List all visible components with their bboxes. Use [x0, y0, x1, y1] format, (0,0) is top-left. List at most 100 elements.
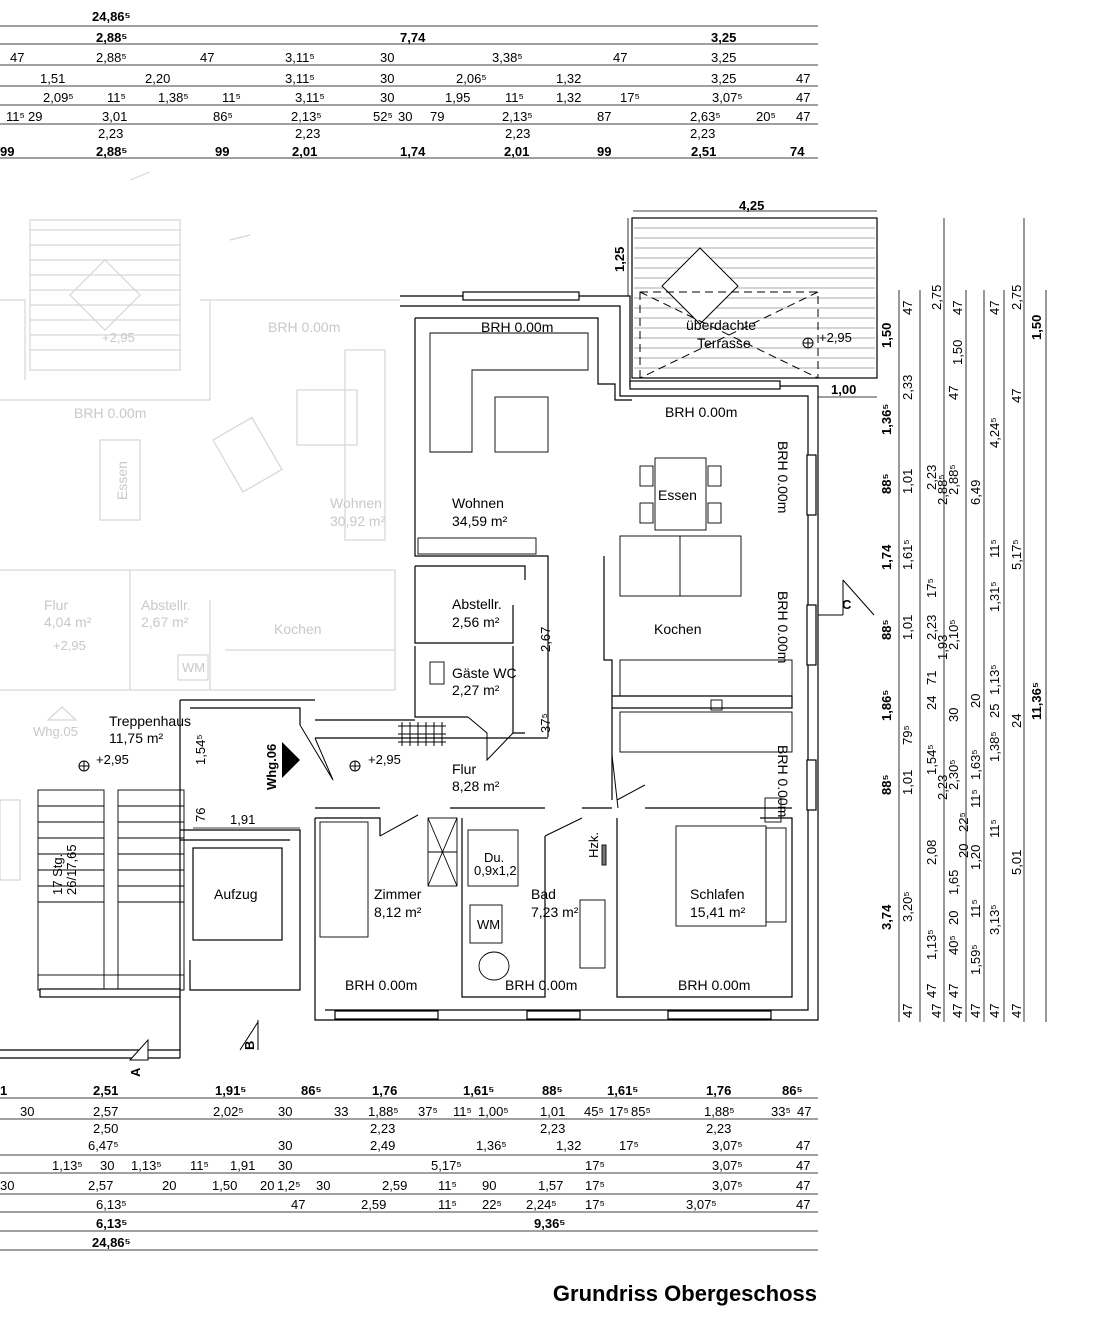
dim: 3,20⁵ [900, 891, 915, 922]
local-dimensions: 4,25 1,25 1,00 2,67 37⁵ 1,54⁵ 76 1,91 [193, 198, 877, 829]
dim: 2,20 [145, 71, 170, 86]
top-dimensions: 24,86⁵ 2,88⁵ 7,74 3,25 47 2,88⁵ 47 3,11⁵… [0, 9, 810, 159]
dim: 1,38⁵ [987, 731, 1002, 762]
dim: 2,88⁵ [96, 30, 127, 45]
terrasse-label-2: Terrasse [697, 335, 751, 351]
dim: 1,93 [935, 635, 950, 660]
room-bad-area: 7,23 m² [531, 904, 579, 920]
dim: 1,31⁵ [987, 581, 1002, 612]
dim: 30 [380, 90, 394, 105]
dim: 47 [200, 50, 214, 65]
furniture [319, 332, 793, 981]
dim: 1,61⁵ [463, 1083, 494, 1098]
dim: 47 [613, 50, 627, 65]
dim: 1,91⁵ [215, 1083, 246, 1098]
room-flur-area: 8,28 m² [452, 778, 500, 794]
dim: 3,07⁵ [712, 90, 743, 105]
dim: 6,13⁵ [96, 1197, 127, 1212]
dim: 2,23 [924, 465, 939, 490]
room-bad-name: Bad [531, 886, 556, 902]
dim: 17⁵ [585, 1197, 605, 1212]
brh-zimmer: BRH 0.00m [345, 977, 417, 993]
brh-schlafen: BRH 0.00m [678, 977, 750, 993]
dim: 17⁵ [585, 1178, 605, 1193]
room-essen-name: Essen [658, 487, 697, 503]
dim: 3,11⁵ [295, 90, 325, 105]
room-zimmer-area: 8,12 m² [374, 904, 422, 920]
dim: 30 [398, 109, 412, 124]
dim: 1,88⁵ [704, 1104, 735, 1119]
dim: 2,49 [370, 1138, 395, 1153]
dim: 86⁵ [301, 1083, 322, 1098]
dim: 1,50 [950, 340, 965, 365]
ghost-level-2: +2,95 [53, 638, 86, 653]
dim: 47 [796, 109, 810, 124]
dim: 1 [0, 1083, 7, 1098]
dim: 47 [797, 1104, 811, 1119]
dim: 99 [597, 144, 611, 159]
dim: 47 [796, 1178, 810, 1193]
dim: 2,23 [924, 615, 939, 640]
dim: 4,24⁵ [987, 417, 1002, 448]
room-abstellr-name: Abstellr. [452, 596, 502, 612]
dim: 2,23 [370, 1121, 395, 1136]
dim: 47 [946, 984, 961, 998]
dim: 47 [796, 90, 810, 105]
dim: 1,65 [946, 870, 961, 895]
dim: 2,75 [1009, 285, 1024, 310]
dim: 6,13⁵ [96, 1216, 127, 1231]
dim: 37⁵ [418, 1104, 438, 1119]
dim: 47 [796, 1138, 810, 1153]
room-wohnen-area: 34,59 m² [452, 513, 508, 529]
dim: 2,88⁵ [935, 474, 950, 505]
hzk-label: Hzk. [586, 832, 601, 858]
dim: 11⁵ [968, 899, 983, 918]
dim: 2,30⁵ [946, 759, 961, 790]
dim: 3,07⁵ [712, 1138, 743, 1153]
walls [0, 217, 878, 1059]
dim: 2,57 [93, 1104, 118, 1119]
dim: 7,74 [400, 30, 426, 45]
terrace-table [639, 247, 819, 379]
dim: 47 [950, 1004, 965, 1018]
dim: 1,20 [968, 845, 983, 870]
dim: 2,23 [505, 126, 530, 141]
dim: 20 [946, 911, 961, 925]
dim: 1,88⁵ [368, 1104, 399, 1119]
dim: 47 [924, 984, 939, 998]
ghost-neighbour-unit [0, 171, 400, 881]
dim: 1,32 [556, 90, 581, 105]
dim: 22⁵ [956, 812, 971, 832]
dim: 1,59⁵ [968, 944, 983, 975]
dim: 79 [430, 109, 444, 124]
room-wc-area: 2,27 m² [452, 682, 500, 698]
dim: 47 [987, 1004, 1002, 1018]
dim: 11⁵ [505, 90, 524, 105]
dim: 2,23 [690, 126, 715, 141]
dim: 11⁵ [438, 1197, 457, 1212]
dim: 30 [380, 50, 394, 65]
dim: 1,50 [879, 323, 894, 348]
windows [39, 291, 817, 1020]
dim: 24 [1009, 714, 1024, 728]
dim: 3,74 [879, 904, 894, 930]
wm-label: WM [477, 917, 500, 932]
dim-total-top: 24,86⁵ [92, 9, 131, 24]
dim: 11⁵ [987, 819, 1002, 838]
dim: 11⁵ [968, 789, 983, 808]
bottom-dimension-lines [0, 1097, 818, 1251]
dim: 47 [950, 301, 965, 315]
section-markers [128, 579, 875, 1061]
dim: 11⁵ [6, 109, 25, 124]
dim: 1,01 [900, 615, 915, 640]
dim: 30 [946, 708, 961, 722]
dim: 30 [316, 1178, 330, 1193]
ghost-labels: BRH 0.00m BRH 0.00m Essen Wohnen 30,92 m… [33, 319, 386, 739]
dim: 30 [0, 1178, 14, 1193]
dim: 1,91 [230, 1158, 255, 1173]
dim: 47 [10, 50, 24, 65]
unit-marker [282, 742, 300, 778]
dim: 1,54⁵ [193, 734, 208, 765]
dim: 9,36⁵ [534, 1216, 565, 1231]
level-treppenhaus: +2,95 [96, 752, 129, 767]
